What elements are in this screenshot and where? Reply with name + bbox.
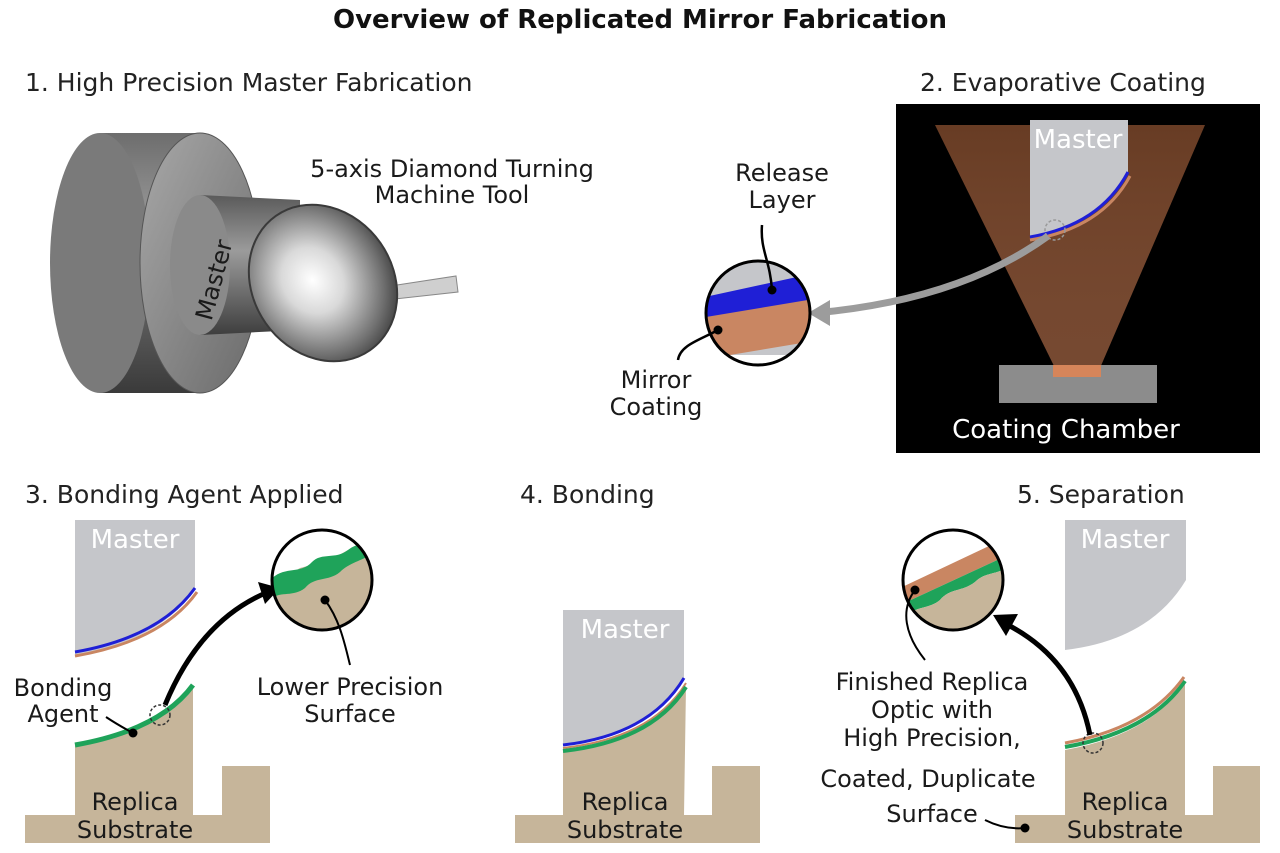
step3-replica-substrate (25, 683, 270, 843)
step3-master-label: Master (91, 525, 180, 555)
step2-magnifier-ring (704, 259, 812, 367)
step3-magnify-arrow (162, 589, 269, 706)
step5-replica-substrate (1015, 676, 1260, 843)
step5-master-label: Master (1081, 525, 1170, 555)
step3-lower-label-line1: Lower Precision (257, 673, 444, 701)
step4-heading: 4. Bonding (520, 480, 655, 509)
step2-magnifier (706, 261, 810, 365)
step2-heading: 2. Evaporative Coating (920, 68, 1206, 97)
step3-magnifier-ring (270, 528, 374, 632)
step5-finished-label-line1: Finished Replica (836, 668, 1029, 696)
step3-magnifier (272, 530, 372, 630)
step5-magnifier (903, 530, 1003, 630)
step3-replica-label-line1: Replica (92, 788, 179, 816)
step2-mirror-label-line2: Coating (610, 393, 703, 421)
step3-bonding-label-line2: Agent (27, 700, 98, 728)
step4-master-label: Master (581, 615, 670, 645)
step4-replica-label-line1: Replica (582, 788, 669, 816)
step5-replica-label-line1: Replica (1082, 788, 1169, 816)
step2-master-label: Master (1034, 125, 1123, 155)
step5-heading: 5. Separation (1017, 480, 1185, 509)
step1-tool-label-line1: 5-axis Diamond Turning (310, 155, 594, 183)
step2-mirror-label-line1: Mirror (621, 366, 692, 394)
step3-replica-label-line2: Substrate (77, 816, 193, 844)
diamond-turning-machine (50, 132, 459, 394)
step2-arrow-head-icon (808, 300, 830, 326)
step5-arrow-head-icon (993, 614, 1018, 636)
step2-magnify-arrow (814, 233, 1051, 317)
step3-heading: 3. Bonding Agent Applied (25, 480, 344, 509)
step1-heading: 1. High Precision Master Fabrication (25, 68, 472, 97)
step5-replica-label-line2: Substrate (1067, 816, 1183, 844)
step5-magnify-arrow (1006, 622, 1093, 736)
step4-replica-label-line2: Substrate (567, 816, 683, 844)
coating-chamber (896, 104, 1260, 453)
step3-lower-label-line2: Surface (304, 700, 395, 728)
step1-tool-label-line2: Machine Tool (375, 181, 530, 209)
step5-master (1065, 520, 1186, 650)
step2-chamber-label: Coating Chamber (952, 415, 1180, 445)
step2-release-label-line1: Release (735, 159, 829, 187)
diagram-title: Overview of Replicated Mirror Fabricatio… (333, 5, 947, 35)
step5-magnifier-ring (901, 528, 1005, 632)
step5-finished-label-line2: Optic with (871, 696, 993, 724)
step3-master (74, 520, 199, 658)
step4-assembly (515, 610, 760, 843)
step5-finished-label-line3: High Precision, (843, 724, 1021, 752)
step5-finished-label-line4: Coated, Duplicate (820, 765, 1035, 793)
step3-bonding-label-line1: Bonding (14, 674, 113, 702)
step2-release-label-line2: Layer (749, 186, 816, 214)
step5-finished-label-line5: Surface (886, 800, 977, 828)
